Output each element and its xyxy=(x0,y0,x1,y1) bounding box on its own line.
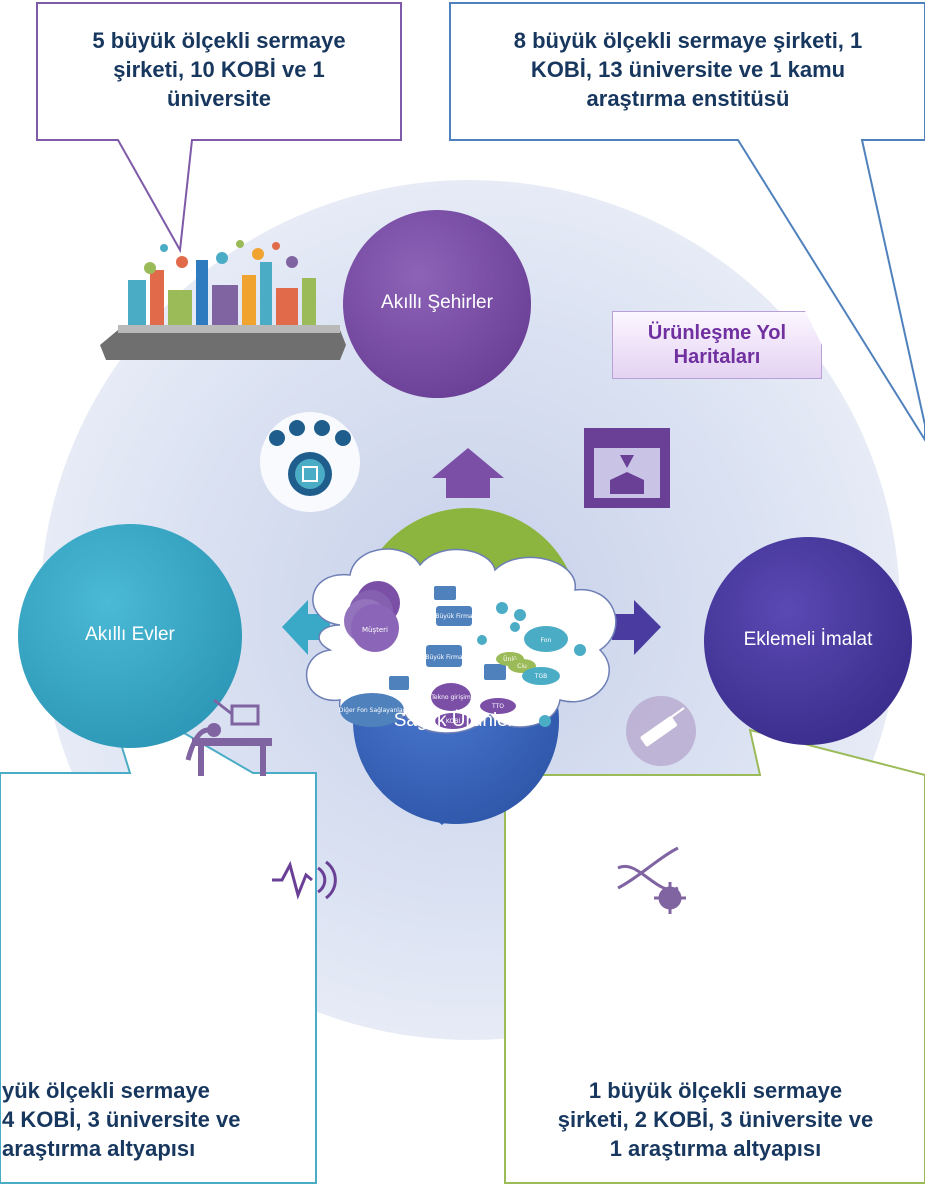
callout-top-right-line-2: KOBİ, 13 üniversite ve 1 kamu xyxy=(530,57,846,82)
cloud-label-tto: TTO xyxy=(491,703,504,710)
circle-eklemeli-imalat xyxy=(704,537,912,745)
callout-bottom-left-box xyxy=(0,683,317,1184)
cloud-label-ciu: Ciu xyxy=(517,663,527,670)
callout-top-right-box xyxy=(449,2,925,442)
callout-bottom-right-line-2: şirketi, 2 KOBİ, 3 üniversite ve xyxy=(557,1107,874,1132)
cloud-label-tekno-girisim: Tekno girişim xyxy=(430,694,471,701)
cloud-label-tgb: TGB xyxy=(534,673,547,680)
cloud-label-diger-fon: Diğer Fon Sağlayanlar xyxy=(339,707,406,714)
cloud-label-unlu: Ünlü xyxy=(503,656,517,663)
cloud-label-buyuk-firma-1: Büyük Firma xyxy=(435,613,473,620)
syringe-icon xyxy=(626,696,696,766)
callout-bottom-left-line-3: araştırma altyapısı xyxy=(2,1136,196,1161)
cloud-label-musteri: Müşteri xyxy=(362,626,388,634)
cloud-label-fon: Fon xyxy=(541,637,552,644)
callout-bottom-left-line-1: yük ölçekli sermaye xyxy=(2,1078,210,1103)
label-akilli-sehirler: Akıllı Şehirler xyxy=(381,292,493,313)
medical-device-icon xyxy=(185,698,272,776)
callout-top-left-line-3: üniversite xyxy=(167,86,271,111)
callout-bottom-left-text: yük ölçekli sermaye 4 KOBİ, 3 üniversite… xyxy=(0,1076,316,1163)
arrow-right xyxy=(612,600,661,655)
cloud-label-buyuk-firma-2: Büyük Firma xyxy=(425,654,463,661)
callout-bottom-right-line-3: 1 araştırma altyapısı xyxy=(609,1136,822,1161)
tag-line-2: Haritaları xyxy=(673,346,761,368)
callout-top-left-line-2: şirketi, 10 KOBİ ve 1 xyxy=(113,57,325,82)
smart-home-icon xyxy=(260,412,360,512)
pulse-signal-icon xyxy=(272,860,337,900)
label-eklemeli-imalat: Eklemeli İmalat xyxy=(743,629,873,650)
dna-virus-icon xyxy=(617,846,686,914)
arrow-left xyxy=(282,600,330,655)
circle-akilli-evler xyxy=(18,524,242,748)
arrow-up xyxy=(432,448,504,498)
smart-city-illustration xyxy=(100,240,346,360)
callout-top-left-line-1: 5 büyük ölçekli sermaye xyxy=(92,28,346,53)
label-akilli-evler: Akıllı Evler xyxy=(85,624,175,645)
urunlesme-yol-haritalari-tag: Ürünleşme Yol Haritaları xyxy=(612,311,822,379)
callout-top-right-line-1: 8 büyük ölçekli sermaye şirketi, 1 xyxy=(513,28,863,53)
3d-printer-icon xyxy=(584,428,670,508)
callout-bottom-right-text: 1 büyük ölçekli sermaye şirketi, 2 KOBİ,… xyxy=(506,1076,925,1163)
callout-bottom-left-line-2: 4 KOBİ, 3 üniversite ve xyxy=(2,1107,241,1132)
callout-bottom-right-line-1: 1 büyük ölçekli sermaye xyxy=(588,1078,843,1103)
circle-akilli-sehirler xyxy=(343,210,531,398)
callout-bottom-right-box xyxy=(504,728,925,1184)
callout-top-right-text: 8 büyük ölçekli sermaye şirketi, 1 KOBİ,… xyxy=(451,26,925,113)
label-saglik-urunleri: Sağlık Ürünleri xyxy=(393,710,519,731)
callout-top-right-line-3: araştırma enstitüsü xyxy=(586,86,790,111)
cloud-label-kobi: KOBİ xyxy=(446,718,460,725)
tag-line-1: Ürünleşme Yol xyxy=(647,322,787,344)
callout-top-left-box xyxy=(36,2,402,254)
callout-top-left-text: 5 büyük ölçekli sermaye şirketi, 10 KOBİ… xyxy=(38,26,400,113)
ecosystem-cloud: Müşteri Büyük Firma Büyük Firma Fon Ünlü… xyxy=(305,548,617,734)
